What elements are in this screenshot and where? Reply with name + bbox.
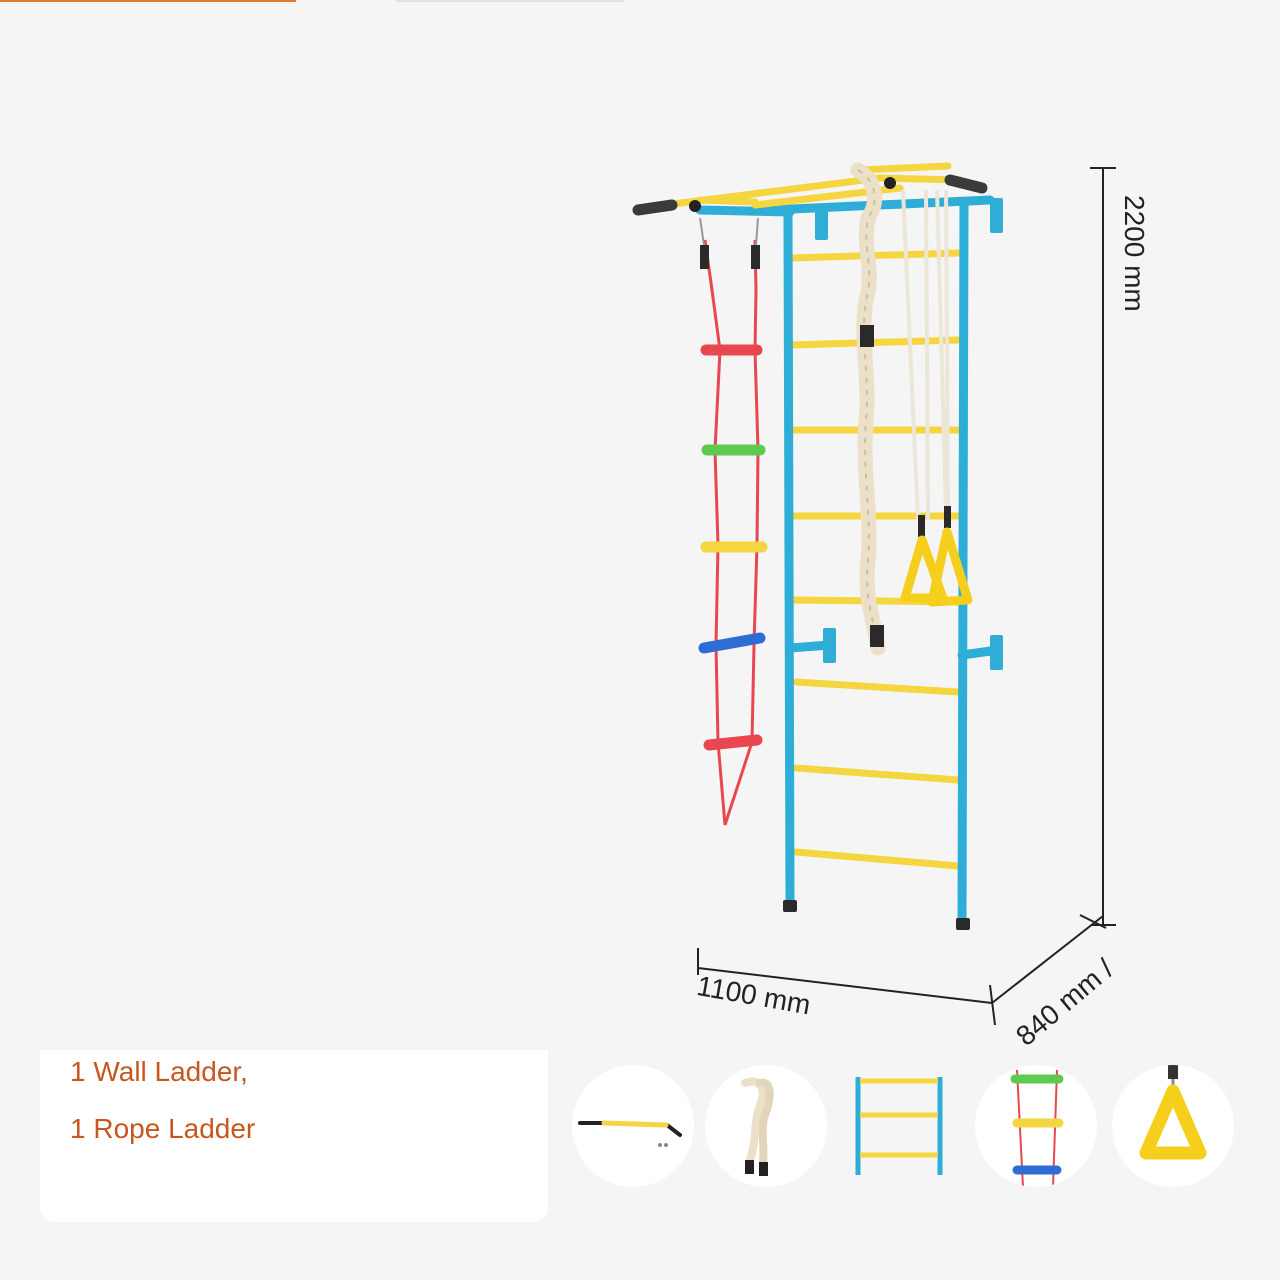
package-contents-card: 1 Wall Ladder, 1 Rope Ladder <box>40 1050 548 1222</box>
rope-ladder <box>698 217 768 826</box>
climbing-rope <box>850 162 886 656</box>
climbing-rope-icon <box>741 1077 774 1176</box>
pull-up-bar-icon <box>578 1120 682 1147</box>
wall-ladder-icon <box>855 1077 943 1175</box>
gym-rings <box>900 189 973 607</box>
height-dimension-label: 2200 mm <box>1119 195 1150 312</box>
post-feet <box>783 900 970 930</box>
climbing-rope-thumbnail <box>705 1065 827 1187</box>
wall-brackets <box>815 198 1003 670</box>
gym-ring-thumbnail <box>1112 1065 1234 1187</box>
rope-ladder-icon <box>1010 1069 1064 1187</box>
top-strip-accent <box>0 0 296 2</box>
contents-item-rope-ladder: 1 Rope Ladder <box>70 1113 256 1144</box>
pull-up-bar-thumbnail <box>572 1065 694 1187</box>
dimension-lines <box>697 167 1116 1026</box>
bar-grips <box>632 174 988 216</box>
contents-item-wall-ladder: 1 Wall Ladder, <box>70 1056 248 1087</box>
top-strip-light <box>396 0 624 2</box>
wall-ladder-thumbnail <box>840 1065 962 1187</box>
rope-ladder-thumbnail <box>975 1065 1097 1187</box>
gym-ring-icon <box>1139 1065 1207 1160</box>
